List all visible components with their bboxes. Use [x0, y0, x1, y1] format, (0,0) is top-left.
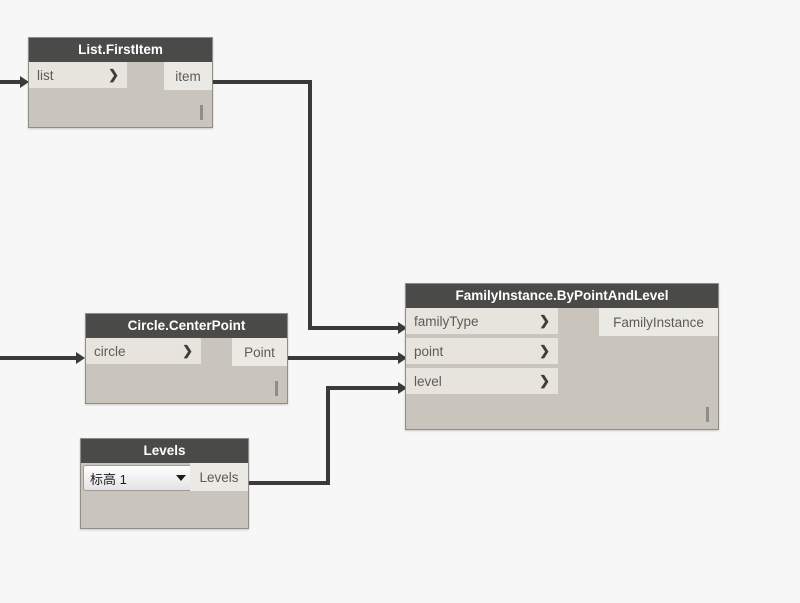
- input-port-label-familyType: familyType: [414, 313, 479, 329]
- chevron-right-icon: ❯: [539, 343, 550, 358]
- chevron-right-icon: ❯: [539, 373, 550, 388]
- port-row-circle: circle ❯ Point: [86, 338, 287, 368]
- node-circle-center-point[interactable]: Circle.CenterPoint circle ❯ Point: [85, 313, 288, 404]
- input-port-list[interactable]: list ❯: [29, 62, 127, 90]
- output-port-familyinstance[interactable]: FamilyInstance: [599, 308, 718, 336]
- port-row-point: point ❯: [406, 338, 718, 368]
- node-levels[interactable]: Levels 标高 1 Levels: [80, 438, 249, 529]
- node-body-levels: 标高 1 Levels: [81, 463, 248, 528]
- input-port-label-list: list: [37, 67, 54, 83]
- chevron-down-icon: [176, 475, 186, 481]
- lacing-indicator[interactable]: [275, 381, 278, 396]
- port-row-level: level ❯: [406, 368, 718, 398]
- level-select-value: 标高 1: [90, 471, 127, 487]
- node-body-list-first-item: list ❯ item: [29, 62, 212, 127]
- lacing-indicator[interactable]: [706, 407, 709, 422]
- input-port-familyType[interactable]: familyType ❯: [406, 308, 558, 336]
- output-port-levels[interactable]: Levels: [190, 463, 248, 491]
- node-body-family-instance-by-point-and-level: familyType ❯ FamilyInstance point ❯ leve…: [406, 308, 718, 429]
- output-port-label-point: Point: [244, 344, 275, 360]
- chevron-right-icon: ❯: [539, 313, 550, 328]
- output-port-label-familyinstance: FamilyInstance: [613, 314, 704, 330]
- port-row-levels: 标高 1 Levels: [81, 463, 248, 493]
- output-port-label-levels: Levels: [199, 469, 239, 485]
- output-port-point[interactable]: Point: [232, 338, 287, 366]
- chevron-right-icon: ❯: [182, 343, 193, 358]
- node-title-family-instance-by-point-and-level: FamilyInstance.ByPointAndLevel: [406, 284, 718, 308]
- input-port-label-point: point: [414, 343, 444, 359]
- node-body-circle-center-point: circle ❯ Point: [86, 338, 287, 403]
- port-row-familytype: familyType ❯ FamilyInstance: [406, 308, 718, 338]
- node-family-instance-by-point-and-level[interactable]: FamilyInstance.ByPointAndLevel familyTyp…: [405, 283, 719, 430]
- arrow-circle-in: [76, 352, 85, 364]
- node-title-levels: Levels: [81, 439, 248, 463]
- node-title-list-first-item: List.FirstItem: [29, 38, 212, 62]
- output-port-item[interactable]: item: [164, 62, 212, 90]
- node-list-first-item[interactable]: List.FirstItem list ❯ item: [28, 37, 213, 128]
- input-port-point[interactable]: point ❯: [406, 338, 558, 366]
- input-port-label-circle: circle: [94, 343, 126, 359]
- lacing-indicator[interactable]: [200, 105, 203, 120]
- input-port-circle[interactable]: circle ❯: [86, 338, 201, 366]
- input-port-level[interactable]: level ❯: [406, 368, 558, 396]
- port-row-list: list ❯ item: [29, 62, 212, 92]
- chevron-right-icon: ❯: [108, 67, 119, 82]
- node-title-circle-center-point: Circle.CenterPoint: [86, 314, 287, 338]
- output-port-label-item: item: [175, 68, 201, 84]
- wire-item-to-familytype: [213, 80, 398, 330]
- input-port-label-level: level: [414, 373, 442, 389]
- level-select-dropdown[interactable]: 标高 1: [83, 465, 195, 491]
